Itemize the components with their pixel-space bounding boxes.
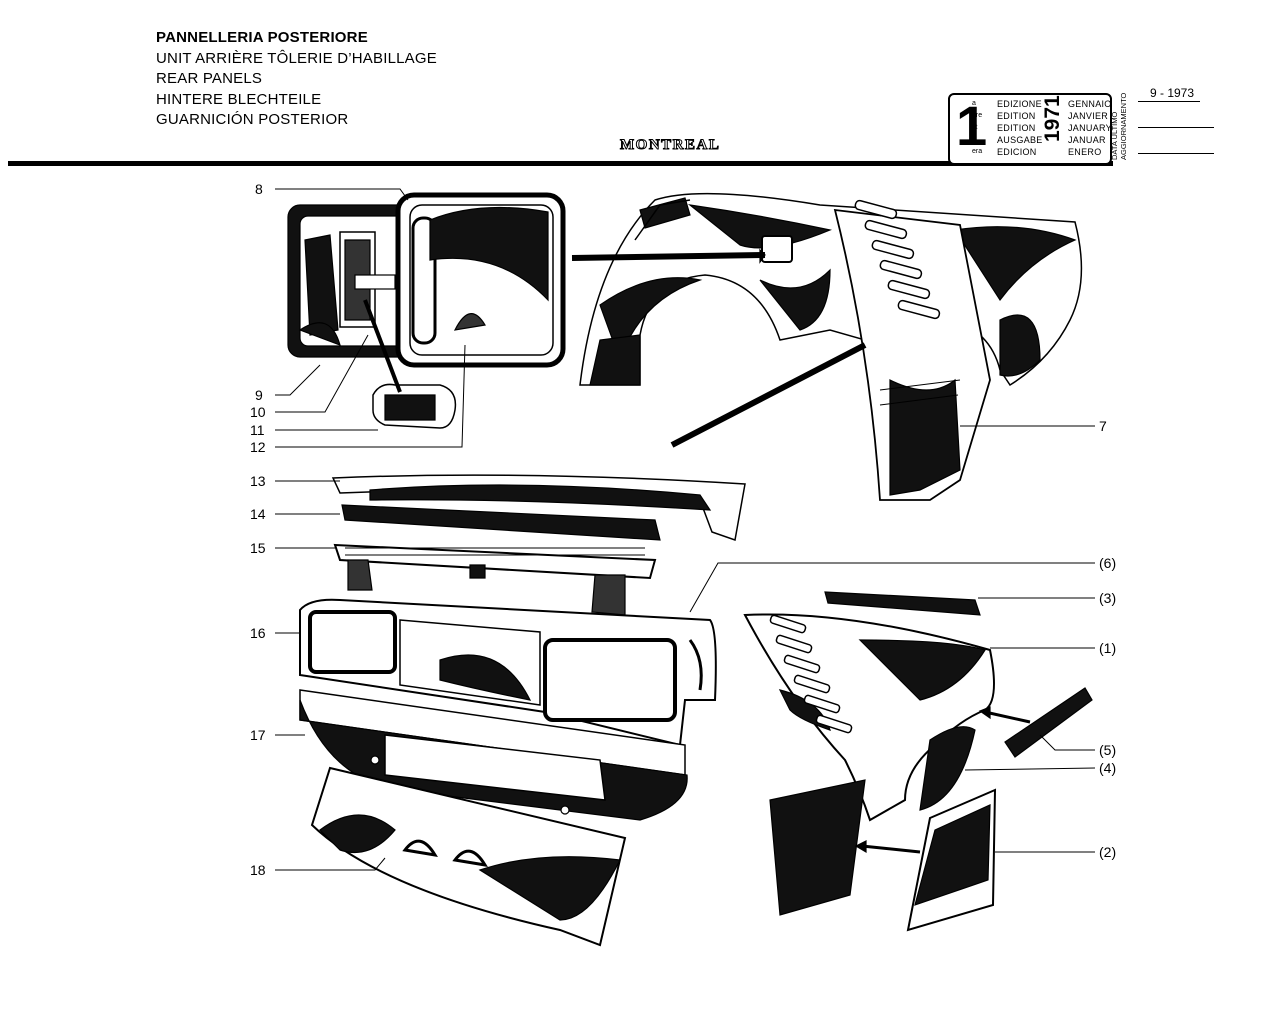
tail-light-panel xyxy=(299,598,717,747)
callout-labels: 8 9 10 11 12 13 14 15 16 17 18 7 (6) (3)… xyxy=(250,181,1116,878)
callout-1: (1) xyxy=(1099,640,1116,656)
title-english: REAR PANELS xyxy=(156,70,263,87)
edition-box: 1 a ere st . era EDIZIONE EDITION EDITIO… xyxy=(948,93,1112,165)
fuel-door xyxy=(395,192,566,368)
title-italian: PANNELLERIA POSTERIORE xyxy=(156,29,368,46)
rear-quarter-panel xyxy=(579,192,1083,501)
callout-13: 13 xyxy=(250,473,266,489)
callout-3: (3) xyxy=(1099,590,1116,606)
brand-logo: MONTREAL xyxy=(619,137,721,154)
cross-member xyxy=(333,543,657,616)
edition-number: 1 xyxy=(956,94,988,157)
title-german: HINTERE BLECHTEILE xyxy=(156,90,322,108)
ordinal-en: st xyxy=(972,124,978,131)
callout-2: (2) xyxy=(1099,844,1116,860)
channel-piece xyxy=(1004,687,1093,758)
callout-5: (5) xyxy=(1099,742,1116,758)
last-update-date: 9 - 1973 xyxy=(1150,86,1195,100)
callout-6: (6) xyxy=(1099,555,1116,571)
callout-4: (4) xyxy=(1099,760,1116,776)
callout-18: 18 xyxy=(250,862,266,878)
title-french: UNIT ARRIÈRE TÔLERIE D’HABILLAGE xyxy=(156,49,437,67)
rear-wing-panel xyxy=(743,613,995,916)
month-es: ENERO xyxy=(1068,147,1102,157)
callout-11: 11 xyxy=(250,422,265,438)
update-line-1 xyxy=(1138,101,1200,102)
callout-7: 7 xyxy=(1099,418,1107,434)
update-line-2 xyxy=(1138,127,1214,128)
trim-strip xyxy=(824,591,981,616)
seal-strip xyxy=(341,504,661,541)
edition-word-en: EDITION xyxy=(997,123,1036,133)
month-fr: JANVIER xyxy=(1068,111,1109,121)
month-en: JANUARY xyxy=(1068,123,1112,133)
update-line-3 xyxy=(1138,153,1214,154)
callout-12: 12 xyxy=(250,439,266,455)
callout-14: 14 xyxy=(250,506,266,522)
month-it: GENNAIO xyxy=(1068,99,1112,109)
callout-10: 10 xyxy=(250,404,266,420)
callout-16: 16 xyxy=(250,625,266,641)
edition-word-es: EDICION xyxy=(997,147,1037,157)
edition-word-fr: EDITION xyxy=(997,111,1036,121)
month-de: JANUAR xyxy=(1068,135,1106,145)
callout-15: 15 xyxy=(250,540,266,556)
lower-valance-panel xyxy=(310,766,627,947)
ordinal-it: a xyxy=(972,100,976,107)
ordinal-de: . xyxy=(972,136,974,143)
callout-17: 17 xyxy=(250,727,266,743)
rear-valance-panel xyxy=(299,689,688,821)
callout-9: 9 xyxy=(255,387,263,403)
header-rule xyxy=(8,161,1113,166)
ordinal-fr: ere xyxy=(972,112,983,119)
title-block: PANNELLERIA POSTERIORE UNIT ARRIÈRE TÔLE… xyxy=(156,28,437,131)
ordinal-es: era xyxy=(972,148,983,155)
edition-word-it: EDIZIONE xyxy=(997,99,1042,109)
edition-word-de: AUSGABE xyxy=(997,135,1043,145)
callout-8: 8 xyxy=(255,181,263,197)
title-spanish: GUARNICIÓN POSTERIOR xyxy=(156,111,349,128)
